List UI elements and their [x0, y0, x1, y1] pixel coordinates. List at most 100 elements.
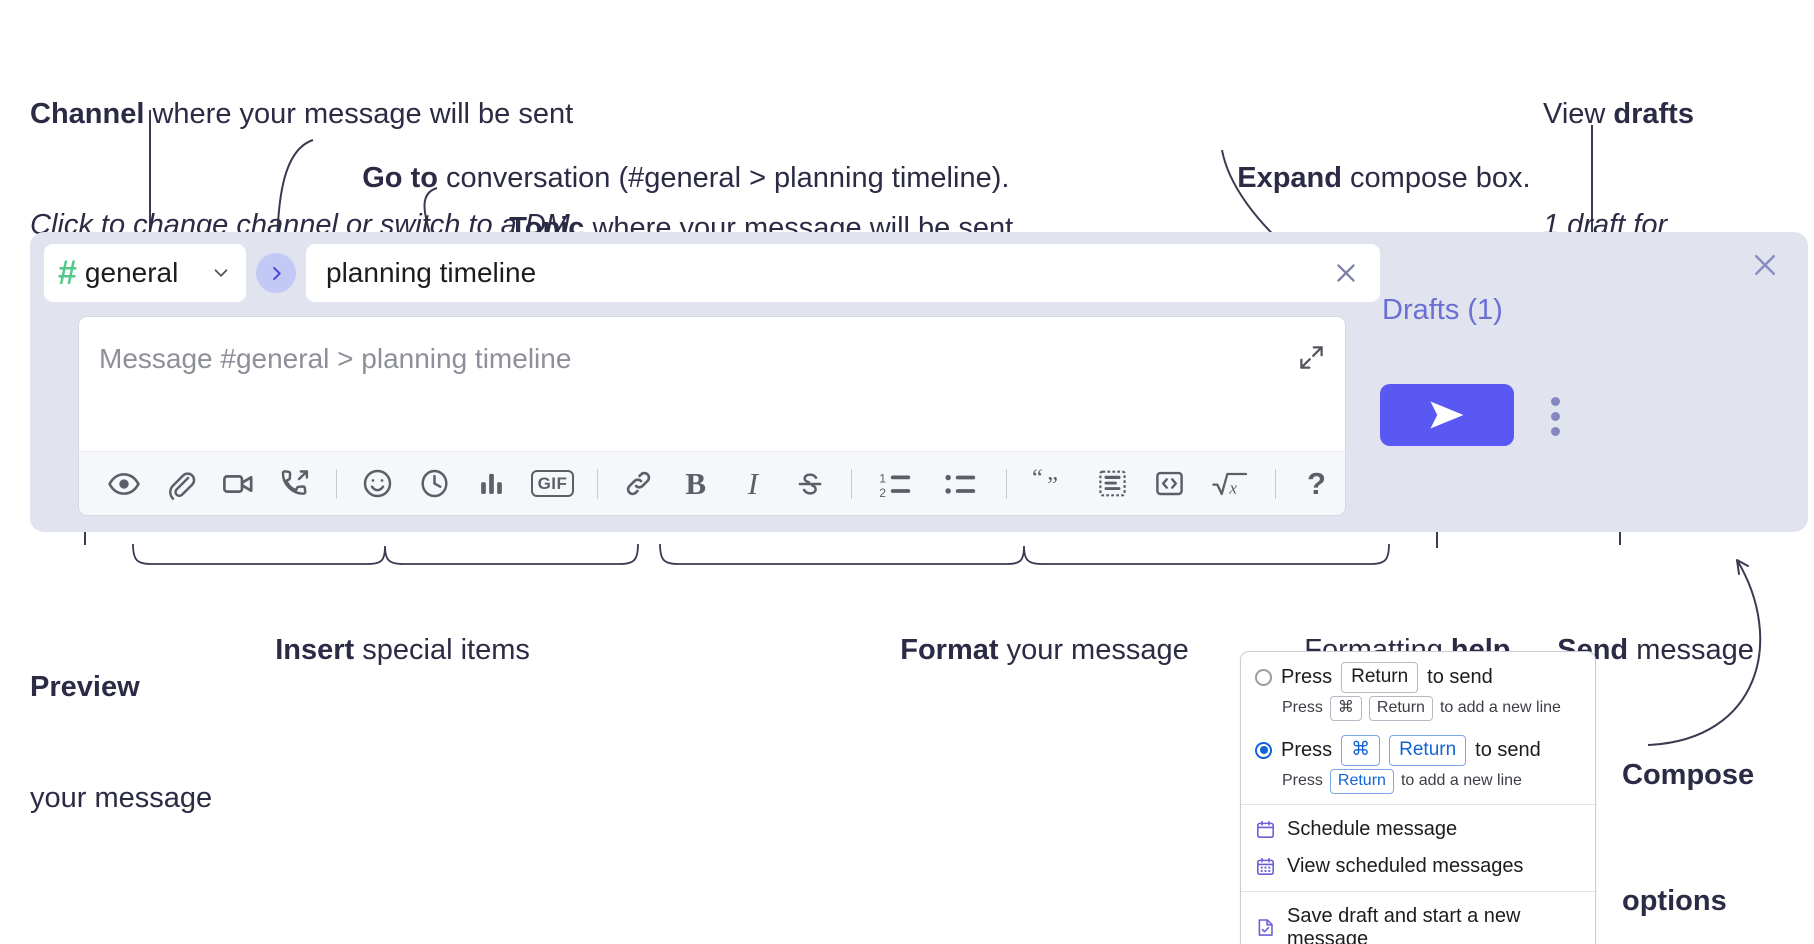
menu-divider-1: [1241, 803, 1595, 805]
hint2-pre: Press: [1282, 772, 1323, 789]
key-return-lg: Return: [1389, 734, 1467, 766]
annotation-insert-rest: special items: [354, 634, 530, 666]
annotation-preview-bold: Preview: [30, 671, 140, 703]
hint1-post: to add a new line: [1439, 699, 1561, 717]
bar-chart-icon: [481, 473, 502, 494]
svg-text:2: 2: [879, 485, 886, 499]
video-camera-icon: [222, 474, 253, 493]
compose-panel: # general: [30, 232, 1808, 532]
bold-icon: B: [685, 465, 707, 501]
code-block-button[interactable]: [1084, 458, 1141, 510]
message-input-box[interactable]: Message #general > planning timeline: [78, 316, 1346, 516]
send-button[interactable]: [1380, 384, 1514, 446]
calendar-icon: [1255, 819, 1276, 840]
emoji-button[interactable]: [349, 458, 406, 510]
annotation-goto-rest: conversation (#general > planning timeli…: [437, 162, 1010, 194]
annotation-compose-options-l1: Compose: [1622, 759, 1755, 791]
drafts-link[interactable]: Drafts (1): [1382, 294, 1503, 326]
annotation-insert: Insert special items: [243, 595, 530, 706]
preview-button[interactable]: [95, 458, 152, 510]
annotation-channel-rest: where your message will be sent: [144, 98, 574, 130]
annotation-drafts-bold: drafts: [1613, 98, 1694, 130]
formatting-toolbar: GIF B I: [79, 451, 1345, 515]
svg-text:”: ”: [1047, 472, 1058, 498]
bulleted-list-icon: [945, 474, 976, 494]
annotation-send-rest: message: [1628, 634, 1754, 666]
send-option-cmd-return[interactable]: Press ⌘ Return to send: [1255, 734, 1583, 766]
send-option-return-post: to send: [1427, 665, 1493, 688]
more-options-icon-dot3: [1550, 426, 1560, 436]
more-options-icon-dot2: [1550, 411, 1560, 421]
message-placeholder: Message #general > planning timeline: [99, 343, 572, 374]
ordered-list-button[interactable]: 1 2: [864, 458, 929, 510]
annotation-preview-sub: your message: [30, 782, 213, 814]
link-button[interactable]: [610, 458, 667, 510]
menu-divider-2: [1241, 890, 1595, 892]
annotation-preview: Preview your message: [30, 595, 212, 891]
gif-button[interactable]: GIF: [520, 458, 585, 510]
schedule-button[interactable]: [406, 458, 463, 510]
send-option-cmd-pre: Press: [1281, 738, 1333, 761]
annotation-goto-bold: Go to: [362, 162, 438, 194]
link-icon: [626, 471, 651, 496]
menu-item-view-scheduled[interactable]: View scheduled messages: [1241, 848, 1595, 885]
topic-input[interactable]: [324, 256, 1326, 290]
close-icon: [1337, 264, 1355, 282]
key-command: ⌘: [1329, 695, 1362, 721]
annotation-expand-bold: Expand: [1237, 162, 1342, 194]
send-option-return-pre: Press: [1281, 665, 1333, 688]
smiley-icon: [363, 469, 391, 498]
svg-text:x: x: [1229, 478, 1238, 497]
separator-3: [850, 468, 852, 499]
blockquote-button[interactable]: “ ”: [1019, 458, 1084, 510]
strikethrough-button[interactable]: [781, 458, 838, 510]
poll-button[interactable]: [463, 458, 520, 510]
close-compose-button[interactable]: [1746, 246, 1784, 284]
menu-item-schedule-message[interactable]: Schedule message: [1241, 811, 1595, 848]
topic-field[interactable]: [306, 244, 1380, 302]
separator-2: [597, 468, 598, 499]
bold-button[interactable]: B: [667, 458, 724, 510]
italic-button[interactable]: I: [724, 458, 781, 510]
channel-selector[interactable]: # general: [44, 244, 246, 302]
key-return: Return: [1341, 662, 1419, 693]
expand-compose-button[interactable]: [1293, 339, 1329, 375]
send-option-cmd-hint: Press Return to add a new line: [1282, 768, 1583, 794]
send-option-return-hint: Press ⌘ Return to add a new line: [1282, 695, 1583, 721]
separator-5: [1274, 468, 1276, 499]
code-brackets-icon: [1155, 471, 1183, 496]
annotation-format: Format your message: [868, 595, 1189, 706]
draft-group: Save draft and start a new message: [1241, 892, 1595, 944]
menu-item-view-scheduled-label: View scheduled messages: [1287, 854, 1524, 877]
compose-header-row: # general: [44, 244, 1380, 302]
go-to-conversation-button[interactable]: [256, 253, 296, 293]
more-options-icon: [1550, 396, 1560, 406]
attach-file-button[interactable]: [152, 458, 209, 510]
annotation-format-rest: your message: [998, 634, 1189, 666]
clock-icon: [421, 469, 448, 498]
send-shortcut-options: Press Return to send Press ⌘ Return to a…: [1241, 652, 1595, 804]
annotation-channel-bold: Channel: [30, 98, 145, 130]
annotation-insert-bold: Insert: [275, 634, 355, 666]
svg-text:“: “: [1032, 468, 1043, 491]
calendar-grid-icon: [1255, 856, 1276, 877]
compose-options-button[interactable]: [1538, 390, 1572, 442]
expand-icon: [1299, 345, 1323, 369]
send-option-cmd-post: to send: [1475, 738, 1541, 761]
square-root-icon: x: [1212, 472, 1248, 497]
send-option-return[interactable]: Press Return to send: [1255, 662, 1583, 693]
video-clip-button[interactable]: [209, 458, 266, 510]
formatting-help-button[interactable]: ?: [1288, 458, 1345, 510]
radio-cmd-return-icon[interactable]: [1255, 741, 1272, 759]
radio-return-icon[interactable]: [1255, 668, 1272, 686]
hash-icon: #: [58, 254, 77, 292]
audio-clip-button[interactable]: [266, 458, 323, 510]
menu-item-save-draft[interactable]: Save draft and start a new message: [1241, 898, 1595, 944]
bulleted-list-button[interactable]: [929, 458, 994, 510]
clear-topic-button[interactable]: [1326, 253, 1366, 293]
inline-code-button[interactable]: [1141, 458, 1198, 510]
annotation-compose-options-l2: options: [1622, 885, 1727, 917]
math-button[interactable]: x: [1198, 458, 1263, 510]
separator-4: [1005, 468, 1007, 499]
